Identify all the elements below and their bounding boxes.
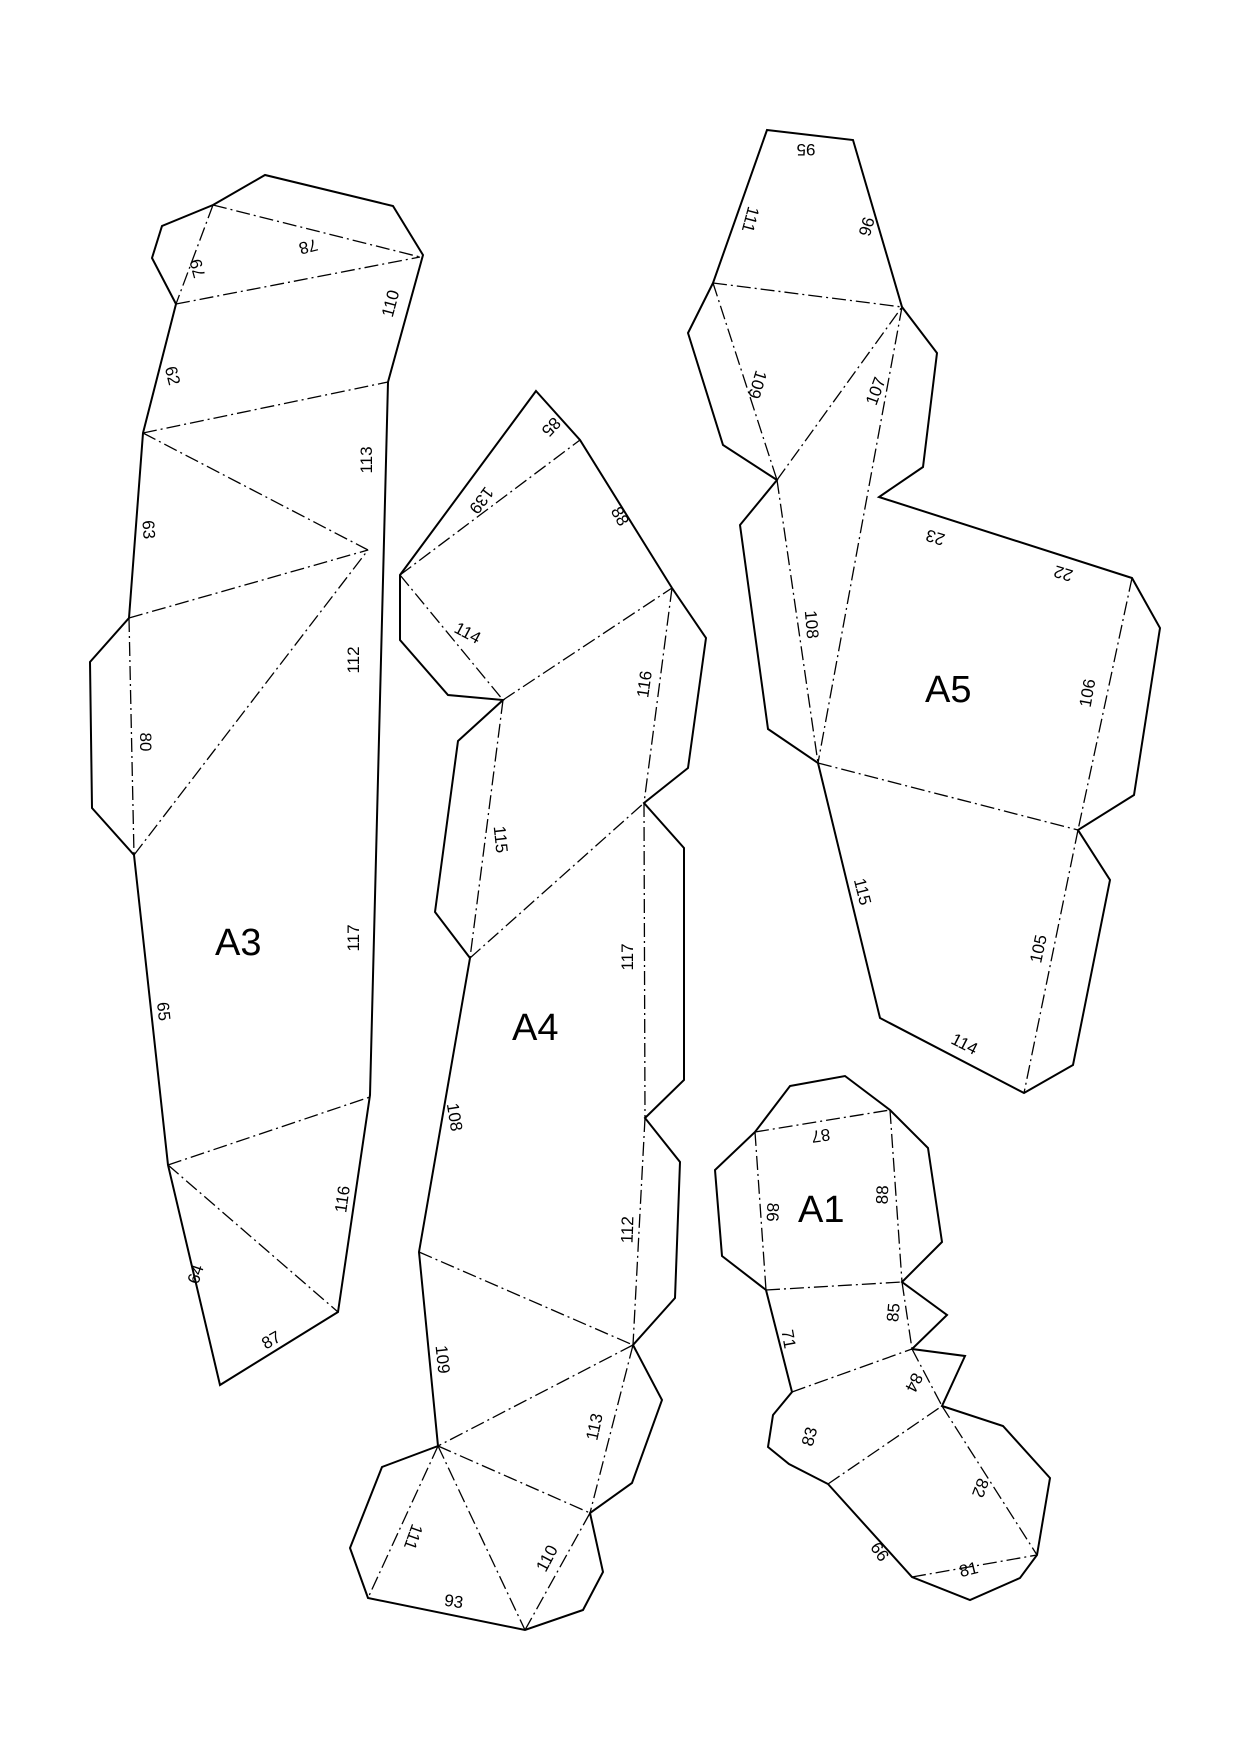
piece-a1: 87 86 88 71 85 84 83 82 66 81 A1 bbox=[713, 1074, 1052, 1602]
a3-edge-116: 116 bbox=[331, 1184, 354, 1213]
a3-edge-112: 112 bbox=[344, 646, 363, 673]
a3-edge-64: 64 bbox=[184, 1262, 208, 1286]
a1-edge-86: 86 bbox=[763, 1202, 783, 1222]
a5-edge-108: 108 bbox=[801, 610, 822, 640]
piece-a4: 85 139 88 114 116 115 117 108 112 109 11… bbox=[348, 389, 708, 1632]
a1-edge-66: 66 bbox=[866, 1539, 892, 1565]
a3-edge-117: 117 bbox=[344, 924, 363, 951]
a4-edge-109: 109 bbox=[432, 1344, 454, 1374]
a3-outline bbox=[88, 173, 425, 1387]
a5-edge-95: 95 bbox=[797, 140, 816, 159]
a5-edge-107: 107 bbox=[862, 375, 890, 408]
a1-edge-87: 87 bbox=[810, 1125, 831, 1146]
a1-edge-85: 85 bbox=[883, 1302, 904, 1323]
a4-edge-116: 116 bbox=[633, 669, 656, 698]
a3-edge-65: 65 bbox=[153, 1001, 174, 1022]
a1-edge-81: 81 bbox=[957, 1558, 980, 1581]
a3-edge-79: 79 bbox=[186, 257, 209, 280]
a4-edge-113: 113 bbox=[583, 1412, 607, 1442]
a3-label: A3 bbox=[215, 922, 261, 964]
a3-edge-87: 87 bbox=[258, 1327, 284, 1353]
a4-edge-111: 111 bbox=[400, 1521, 427, 1552]
a1-outline bbox=[713, 1074, 1052, 1602]
piece-a3: 79 78 110 62 113 63 112 80 117 65 116 64… bbox=[88, 173, 425, 1387]
a4-fold-lines bbox=[367, 439, 673, 1631]
a5-edge-109: 109 bbox=[744, 368, 770, 401]
a4-edge-117: 117 bbox=[618, 943, 637, 970]
a3-edge-113: 113 bbox=[357, 446, 376, 473]
a5-fold-lines bbox=[712, 282, 1133, 1094]
a5-edge-106: 106 bbox=[1076, 677, 1100, 708]
a3-fold-lines bbox=[128, 204, 421, 1313]
a3-edge-110: 110 bbox=[378, 288, 403, 319]
a5-edge-22: 22 bbox=[1052, 561, 1076, 585]
a5-edge-115: 115 bbox=[850, 876, 875, 907]
a1-edge-71: 71 bbox=[777, 1328, 799, 1350]
a1-edge-88: 88 bbox=[873, 1185, 893, 1205]
a1-edge-83: 83 bbox=[798, 1425, 821, 1448]
a1-label: A1 bbox=[798, 1189, 844, 1231]
a3-edge-63: 63 bbox=[138, 520, 158, 540]
a4-label: A4 bbox=[512, 1007, 558, 1049]
a5-outline bbox=[686, 128, 1162, 1095]
a3-edge-62: 62 bbox=[161, 364, 184, 387]
a5-edge-111: 111 bbox=[738, 204, 763, 234]
a4-edge-115: 115 bbox=[490, 825, 512, 854]
a3-edge-80: 80 bbox=[136, 733, 155, 752]
a5-edge-96: 96 bbox=[855, 215, 878, 238]
piece-a5: 95 111 96 109 107 23 22 108 106 115 105 … bbox=[686, 128, 1162, 1095]
a5-edge-114: 114 bbox=[948, 1029, 981, 1058]
a4-edge-108: 108 bbox=[443, 1102, 466, 1133]
a4-edge-139: 139 bbox=[465, 483, 497, 517]
a4-edge-112: 112 bbox=[618, 1216, 638, 1244]
a5-edge-105: 105 bbox=[1026, 933, 1050, 965]
a1-fold-lines bbox=[754, 1109, 1038, 1578]
a4-edge-93: 93 bbox=[443, 1591, 464, 1612]
a3-edge-78: 78 bbox=[297, 235, 320, 258]
a5-edge-23: 23 bbox=[924, 525, 948, 549]
a4-edge-114: 114 bbox=[451, 618, 484, 648]
a5-label: A5 bbox=[925, 669, 971, 711]
a4-edge-88: 88 bbox=[607, 503, 633, 529]
a4-edge-110: 110 bbox=[532, 1542, 562, 1575]
a1-edge-82: 82 bbox=[968, 1476, 992, 1500]
a1-edge-84: 84 bbox=[901, 1370, 927, 1395]
